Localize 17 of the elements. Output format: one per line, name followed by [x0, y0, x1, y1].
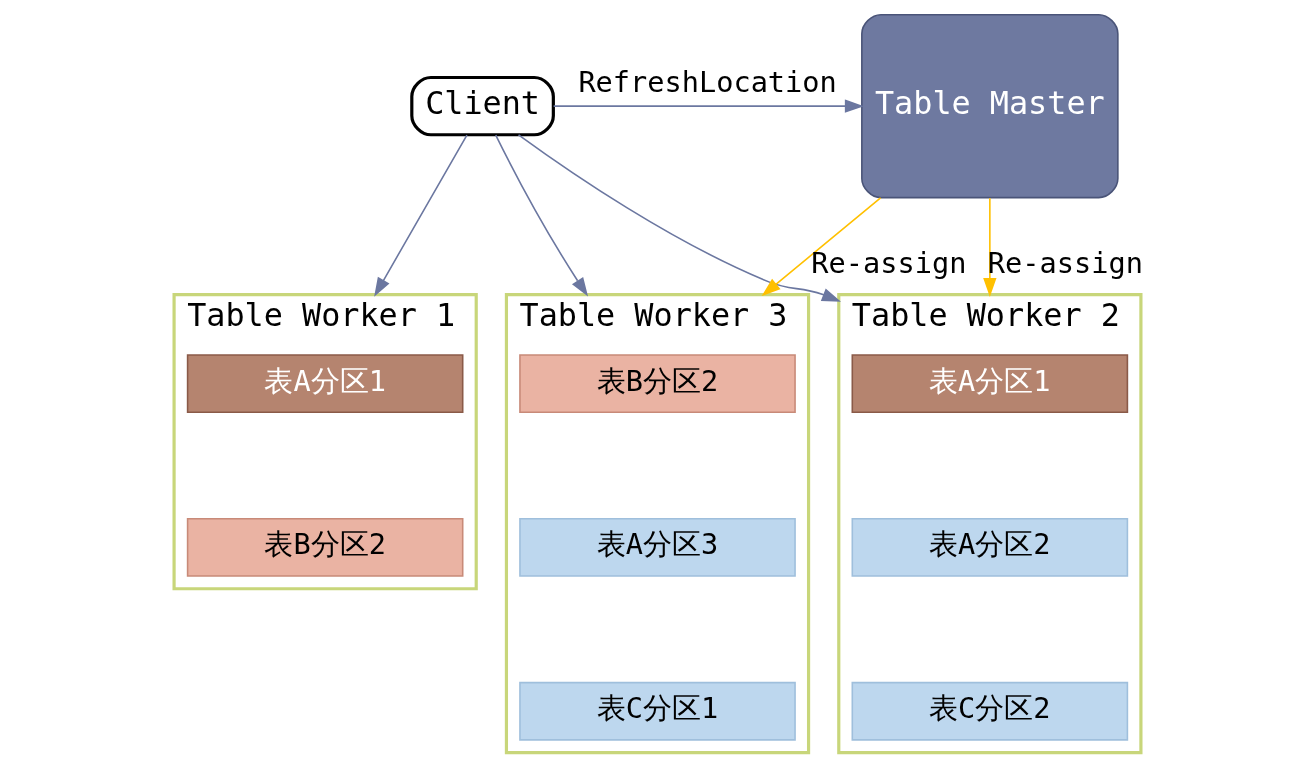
node-box: 表B分区2: [186, 518, 463, 577]
edge-label: RefreshLocation: [577, 65, 837, 100]
node-box: 表A分区3: [518, 518, 796, 577]
arrow: [552, 99, 864, 113]
node-box: 表A分区1: [851, 354, 1128, 414]
arrow: [373, 134, 468, 297]
node-box: Table Master: [860, 13, 1119, 199]
node-box: 表A分区1: [186, 354, 463, 414]
node-box: Client: [409, 75, 555, 137]
node-box: 表A分区2: [851, 518, 1128, 577]
arrow: [761, 197, 881, 297]
node-box: 表C分区2: [851, 681, 1128, 741]
arrow: [494, 134, 588, 297]
arrow: [517, 134, 841, 302]
edge-label: Re-assign: [810, 245, 966, 280]
node-box: 表C分区1: [518, 681, 796, 741]
node-box: 表B分区2: [518, 354, 796, 414]
